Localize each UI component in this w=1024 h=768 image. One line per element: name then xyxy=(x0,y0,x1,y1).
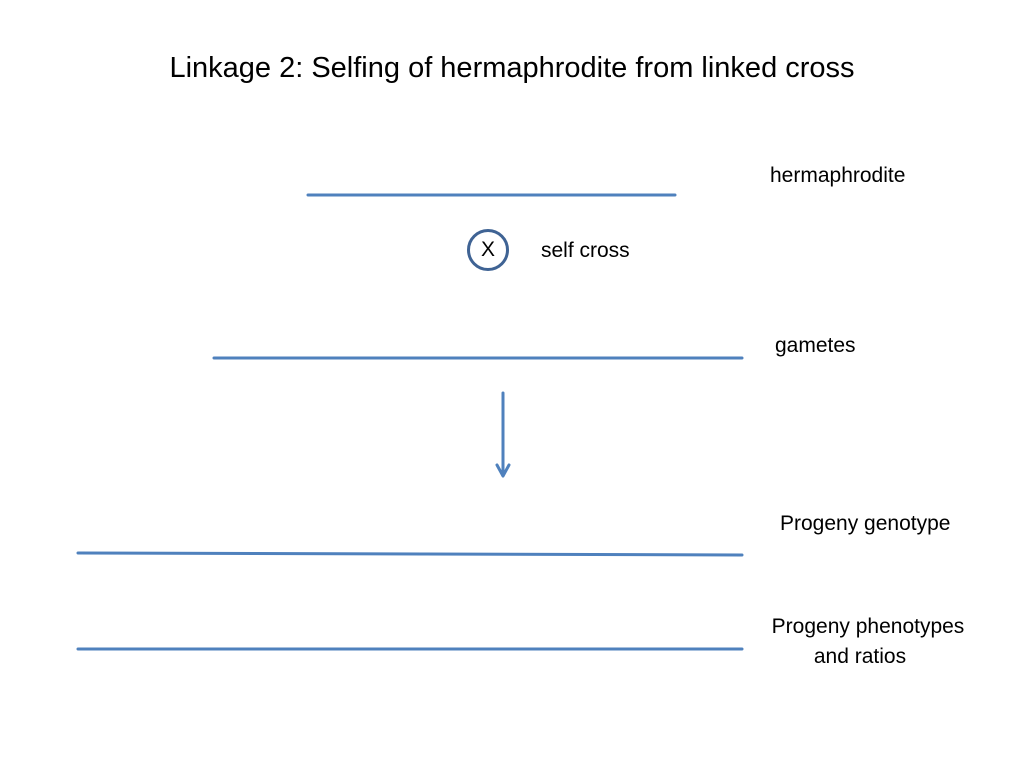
progeny-phenotypes-label-line2: and ratios xyxy=(813,645,907,668)
self-cross-label: self cross xyxy=(541,239,630,262)
arrow-down-icon xyxy=(495,391,511,478)
progeny-genotype-label: Progeny genotype xyxy=(780,512,951,535)
hermaphrodite-label: hermaphrodite xyxy=(770,164,906,187)
cross-symbol-circle: X xyxy=(467,229,509,271)
gametes-label: gametes xyxy=(775,334,856,357)
progeny-genotype-line xyxy=(76,551,744,557)
progeny-phenotypes-label-line1: Progeny phenotypes xyxy=(771,615,965,638)
cross-symbol: X xyxy=(480,238,495,261)
slide-title: Linkage 2: Selfing of hermaphrodite from… xyxy=(169,52,855,84)
progeny-phenotypes-label: Progeny phenotypes and ratios xyxy=(756,612,980,672)
